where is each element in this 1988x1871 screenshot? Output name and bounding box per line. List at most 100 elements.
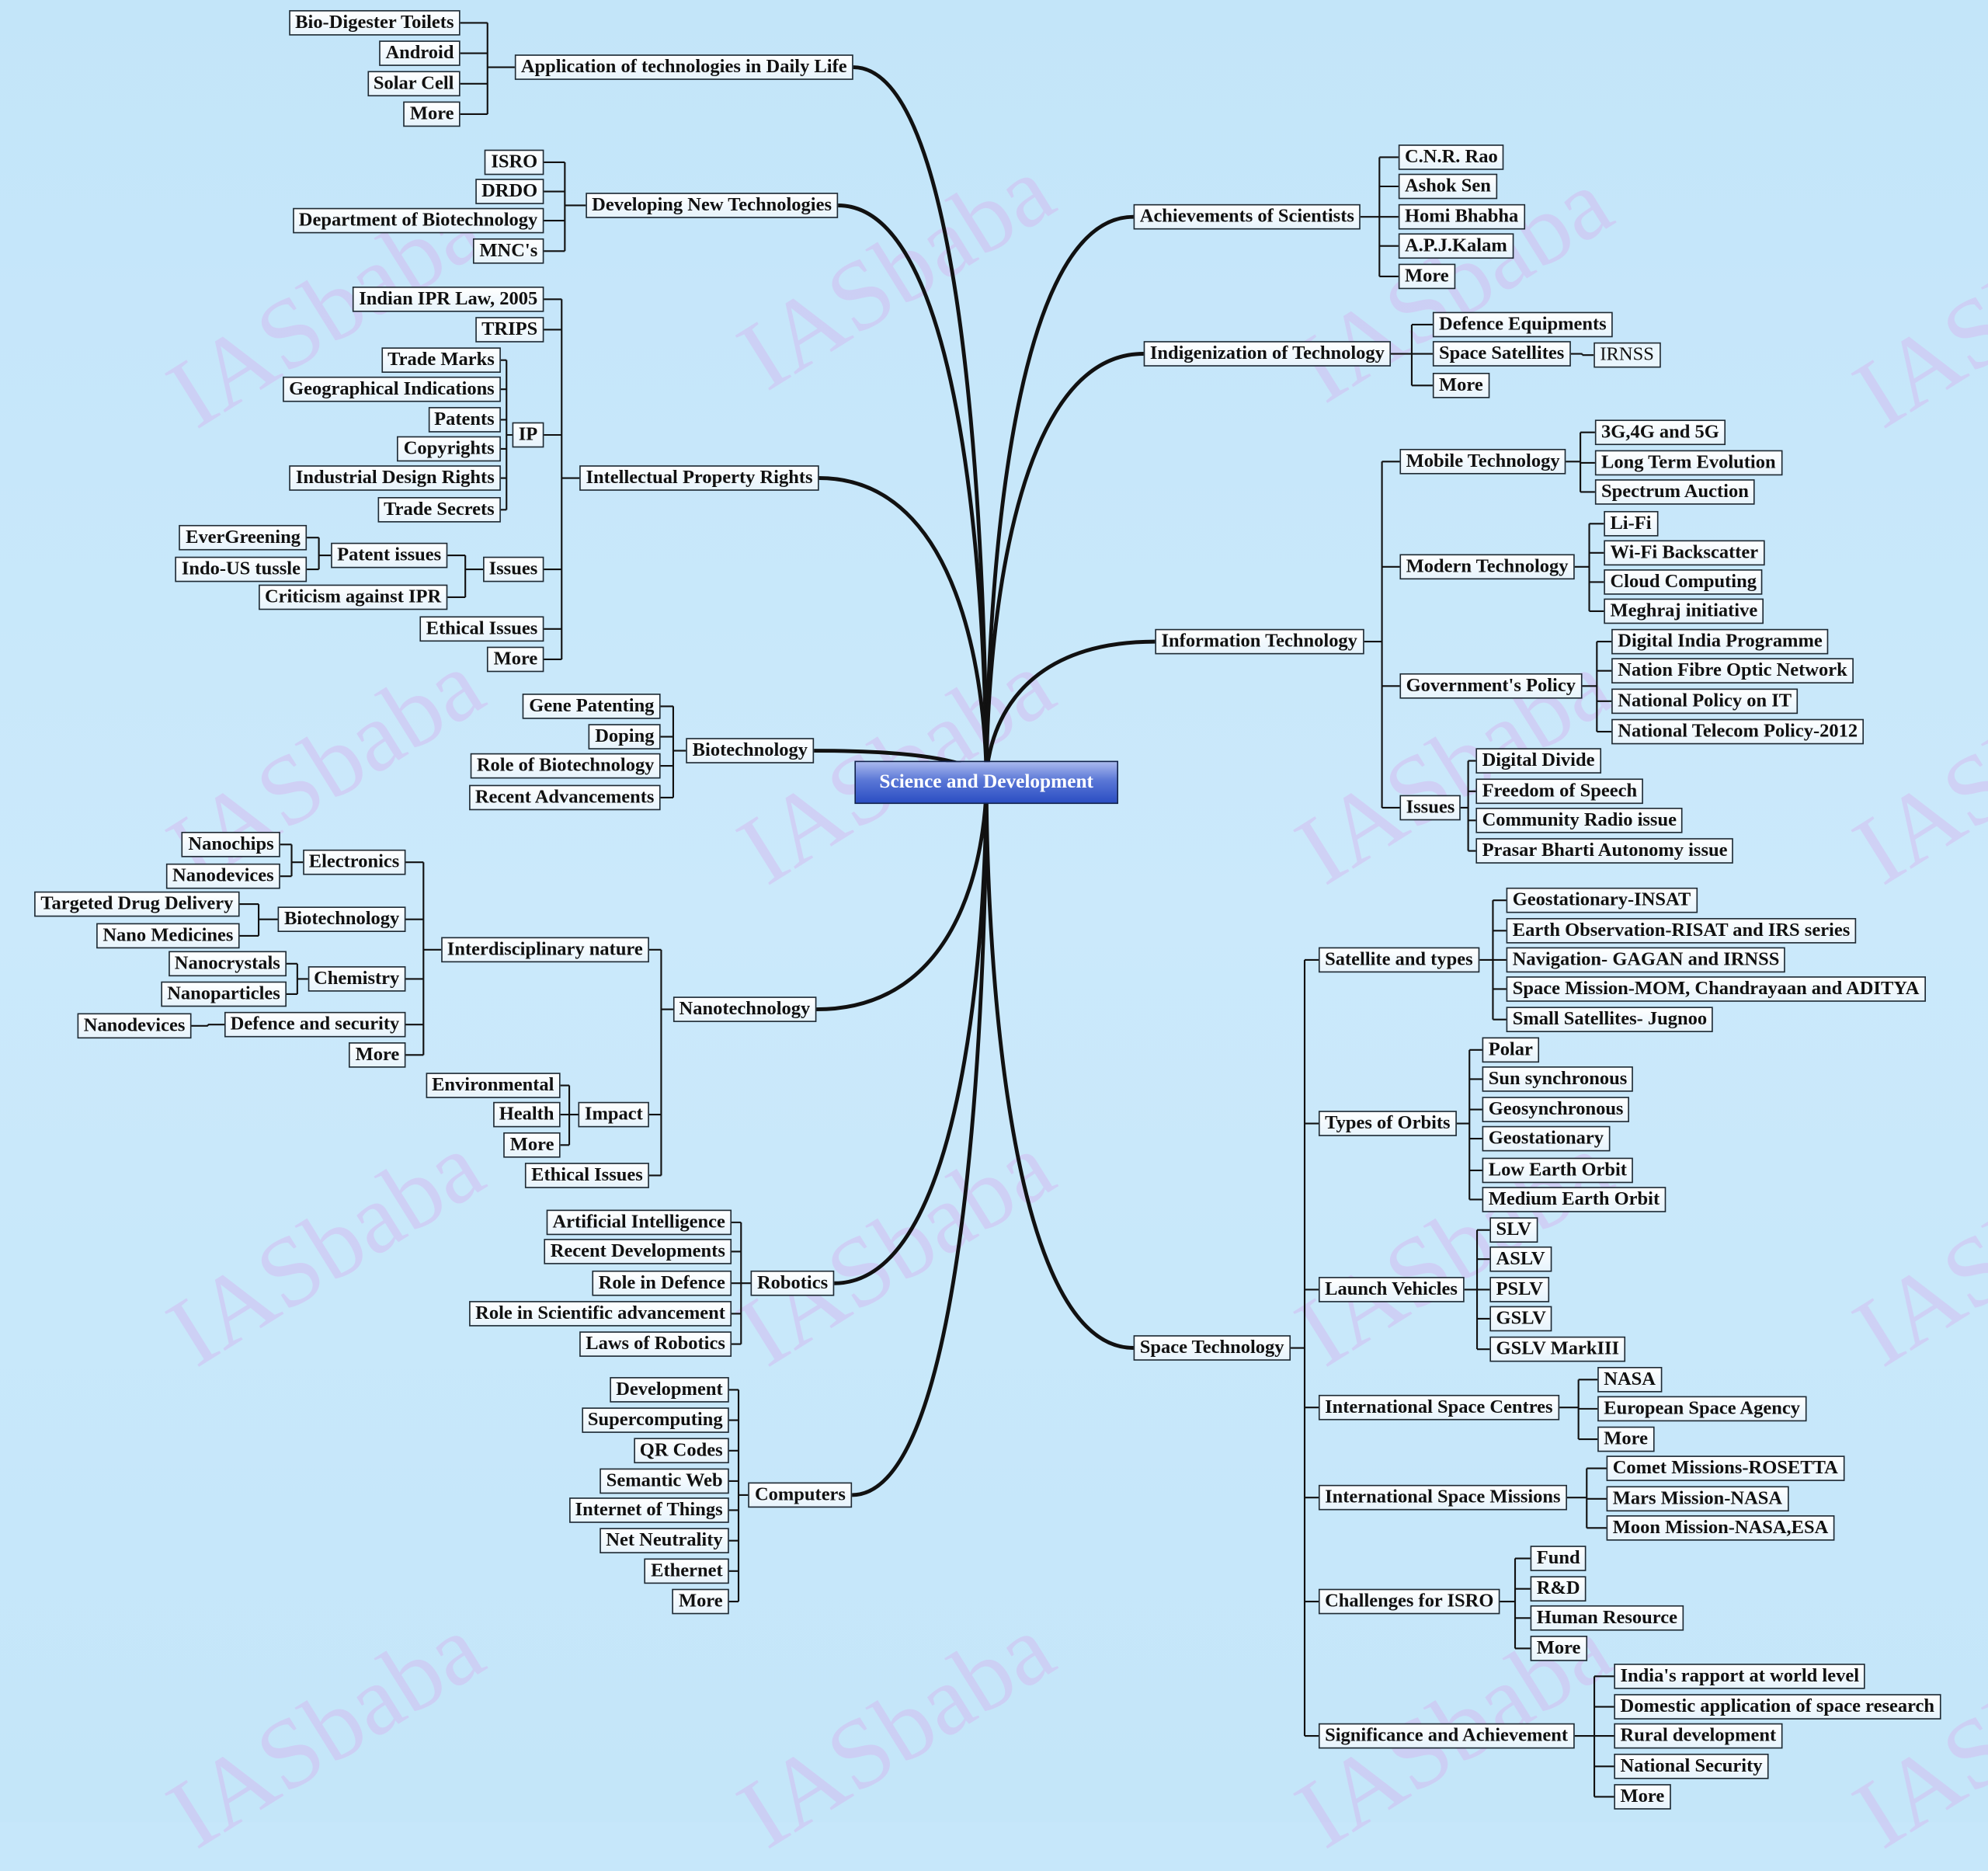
mindmap-node[interactable]: Small Satellites- Jugnoo xyxy=(1506,1007,1714,1032)
mindmap-node[interactable]: Homi Bhabha xyxy=(1398,203,1525,230)
mindmap-node[interactable]: Role of Biotechnology xyxy=(470,753,661,779)
main-branch-node[interactable]: Achievements of Scientists xyxy=(1133,203,1361,230)
mindmap-node[interactable]: ISRO xyxy=(485,149,544,176)
mindmap-node[interactable]: Geostationary xyxy=(1482,1125,1611,1152)
mindmap-node[interactable]: Human Resource xyxy=(1530,1605,1684,1631)
mindmap-node[interactable]: Geosynchronous xyxy=(1482,1097,1630,1122)
main-branch-node[interactable]: Information Technology xyxy=(1155,628,1364,655)
mindmap-node[interactable]: More xyxy=(349,1042,406,1068)
mindmap-node[interactable]: Modern Technology xyxy=(1399,554,1575,580)
mindmap-node[interactable]: GSLV MarkIII xyxy=(1489,1336,1626,1362)
mindmap-node[interactable]: Recent Developments xyxy=(544,1239,732,1264)
mindmap-node[interactable]: Laws of Robotics xyxy=(579,1331,732,1357)
mindmap-node[interactable]: Navigation- GAGAN and IRNSS xyxy=(1506,947,1786,973)
mindmap-node[interactable]: More xyxy=(1398,263,1455,290)
mindmap-node[interactable]: R&D xyxy=(1530,1576,1587,1602)
mindmap-node[interactable]: Mars Mission-NASA xyxy=(1606,1486,1789,1512)
mindmap-node[interactable]: Geographical Indications xyxy=(282,376,501,402)
mindmap-node[interactable]: Fund xyxy=(1530,1546,1587,1571)
mindmap-node[interactable]: Copyrights xyxy=(397,436,501,462)
mindmap-node[interactable]: Digital India Programme xyxy=(1611,628,1829,655)
mindmap-node[interactable]: Moon Mission-NASA,ESA xyxy=(1606,1515,1835,1541)
mindmap-node[interactable]: Ashok Sen xyxy=(1398,173,1498,200)
mindmap-node[interactable]: SLV xyxy=(1489,1217,1538,1243)
mindmap-node[interactable]: Issues xyxy=(482,556,544,583)
mindmap-node[interactable]: More xyxy=(1597,1426,1655,1452)
mindmap-node[interactable]: Patent issues xyxy=(330,542,448,569)
mindmap-node[interactable]: Issues xyxy=(1399,795,1461,821)
mindmap-node[interactable]: Launch Vehicles xyxy=(1318,1277,1465,1302)
mindmap-node[interactable]: Cloud Computing xyxy=(1604,569,1764,595)
mindmap-node[interactable]: Nano Medicines xyxy=(96,923,240,949)
mindmap-node[interactable]: Mobile Technology xyxy=(1399,448,1566,475)
mindmap-node[interactable]: Polar xyxy=(1482,1037,1540,1063)
mindmap-node[interactable]: Government's Policy xyxy=(1399,673,1583,699)
main-branch-node[interactable]: Computers xyxy=(748,1482,853,1508)
mindmap-node[interactable]: Earth Observation-RISAT and IRS series xyxy=(1506,918,1857,944)
main-branch-node[interactable]: Indigenization of Technology xyxy=(1143,341,1392,367)
mindmap-node[interactable]: Li-Fi xyxy=(1604,510,1658,537)
mindmap-node[interactable]: Android xyxy=(379,40,461,66)
mindmap-node[interactable]: IRNSS xyxy=(1594,342,1661,368)
mindmap-node[interactable]: Wi-Fi Backscatter xyxy=(1604,540,1765,566)
mindmap-node[interactable]: Satellite and types xyxy=(1318,947,1479,973)
mindmap-node[interactable]: National Policy on IT xyxy=(1611,688,1799,715)
main-branch-node[interactable]: Biotechnology xyxy=(686,738,815,763)
mindmap-node[interactable]: NASA xyxy=(1597,1366,1663,1393)
mindmap-node[interactable]: IP xyxy=(512,422,544,448)
mindmap-node[interactable]: Comet Missions-ROSETTA xyxy=(1606,1455,1844,1481)
mindmap-node[interactable]: Biotechnology xyxy=(277,906,406,932)
mindmap-node[interactable]: Nanochips xyxy=(182,832,280,857)
mindmap-node[interactable]: PSLV xyxy=(1489,1277,1550,1302)
mindmap-node[interactable]: Net Neutrality xyxy=(600,1528,729,1553)
mindmap-node[interactable]: Sun synchronous xyxy=(1482,1066,1634,1092)
mindmap-node[interactable]: Role in Scientific advancement xyxy=(468,1301,732,1327)
mindmap-node[interactable]: Significance and Achievement xyxy=(1318,1723,1575,1749)
mindmap-node[interactable]: More xyxy=(487,646,544,673)
main-branch-node[interactable]: Developing New Technologies xyxy=(585,193,839,218)
mindmap-node[interactable]: QR Codes xyxy=(633,1438,729,1464)
mindmap-node[interactable]: National Telecom Policy-2012 xyxy=(1611,718,1865,745)
mindmap-node[interactable]: Long Term Evolution xyxy=(1594,450,1782,476)
mindmap-node[interactable]: Nanodevices xyxy=(77,1013,192,1039)
mindmap-node[interactable]: TRIPS xyxy=(474,317,544,343)
mindmap-node[interactable]: 3G,4G and 5G xyxy=(1594,419,1726,446)
mindmap-node[interactable]: Domestic application of space research xyxy=(1614,1694,1941,1720)
mindmap-node[interactable]: Meghraj initiative xyxy=(1604,598,1764,624)
mindmap-node[interactable]: Ethernet xyxy=(644,1558,729,1584)
mindmap-node[interactable]: Trade Marks xyxy=(381,347,501,373)
mindmap-node[interactable]: Department of Biotechnology xyxy=(292,207,544,234)
mindmap-node[interactable]: More xyxy=(1614,1784,1671,1810)
mindmap-node[interactable]: More xyxy=(503,1132,561,1158)
mindmap-node[interactable]: Gene Patenting xyxy=(523,694,661,719)
mindmap-node[interactable]: Bio-Digester Toilets xyxy=(289,10,461,36)
mindmap-node[interactable]: Doping xyxy=(589,724,661,749)
mindmap-node[interactable]: Rural development xyxy=(1614,1723,1783,1749)
mindmap-node[interactable]: Solar Cell xyxy=(367,71,461,97)
mindmap-node[interactable]: Nanocrystals xyxy=(168,951,287,977)
mindmap-node[interactable]: Impact xyxy=(578,1101,649,1128)
mindmap-node[interactable]: European Space Agency xyxy=(1597,1396,1807,1422)
main-branch-node[interactable]: Nanotechnology xyxy=(673,996,817,1022)
mindmap-node[interactable]: More xyxy=(403,101,461,127)
main-branch-node[interactable]: Space Technology xyxy=(1133,1335,1291,1361)
mindmap-node[interactable]: Prasar Bharti Autonomy issue xyxy=(1475,838,1734,864)
mindmap-node[interactable]: Ethical Issues xyxy=(525,1163,649,1188)
mindmap-node[interactable]: Environmental xyxy=(425,1073,561,1098)
mindmap-node[interactable]: Criticism against IPR xyxy=(258,584,448,610)
mindmap-node[interactable]: A.P.J.Kalam xyxy=(1398,233,1514,259)
mindmap-node[interactable]: Patents xyxy=(428,407,501,433)
mindmap-node[interactable]: ASLV xyxy=(1489,1246,1552,1272)
main-branch-node[interactable]: Intellectual Property Rights xyxy=(579,465,819,491)
mindmap-node[interactable]: Health xyxy=(492,1101,561,1128)
mindmap-node[interactable]: Community Radio issue xyxy=(1475,807,1684,833)
mindmap-node[interactable]: Semantic Web xyxy=(600,1468,729,1494)
mindmap-node[interactable]: Internet of Things xyxy=(568,1497,729,1523)
central-topic[interactable]: Science and Development xyxy=(854,760,1118,805)
mindmap-node[interactable]: Nanoparticles xyxy=(161,981,287,1007)
mindmap-node[interactable]: Space Satellites xyxy=(1432,341,1571,367)
main-branch-node[interactable]: Application of technologies in Daily Lif… xyxy=(514,54,853,80)
mindmap-node[interactable]: Development xyxy=(610,1377,729,1403)
mindmap-node[interactable]: Indian IPR Law, 2005 xyxy=(353,286,544,312)
mindmap-node[interactable]: Digital Divide xyxy=(1475,748,1601,774)
